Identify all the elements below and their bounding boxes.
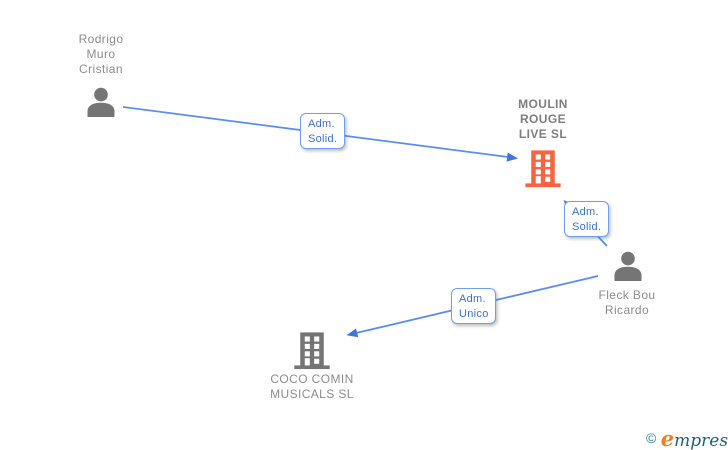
edge-label-line: Solid.: [308, 132, 338, 145]
node-label-line: Ricardo: [604, 303, 650, 317]
node-label-line: Rodrigo: [78, 32, 124, 46]
building-icon[interactable]: [524, 149, 562, 188]
empresia-initial: e: [660, 426, 675, 450]
edge-label-line: Adm.: [572, 206, 599, 218]
edge-label-line: Solid.: [572, 220, 602, 233]
node-label-fleck-bou-ricardo[interactable]: Fleck Bou Ricardo: [567, 288, 687, 318]
node-label-line: MUSICALS SL: [270, 387, 354, 401]
node-label-line: Fleck Bou: [598, 288, 656, 302]
node-label-line: MOULIN: [518, 97, 568, 111]
building-icon[interactable]: [293, 331, 331, 370]
node-label-line: Muro: [86, 47, 116, 61]
node-label-line: ROUGE: [519, 112, 566, 126]
node-label-coco-comin-musicals-sl[interactable]: COCO COMIN MUSICALS SL: [252, 372, 372, 402]
node-label-line: COCO COMIN: [270, 372, 354, 386]
edge-label-adm-unico: Adm. Unico: [451, 288, 496, 324]
node-label-rodrigo-muro-cristian[interactable]: Rodrigo Muro Cristian: [41, 32, 161, 77]
node-label-line: Cristian: [79, 62, 123, 76]
edge-label-line: Adm.: [308, 118, 335, 130]
person-icon[interactable]: [85, 87, 117, 119]
person-icon[interactable]: [612, 251, 644, 283]
node-label-line: LIVE SL: [518, 127, 568, 141]
empresia-logo[interactable]: © empresia: [646, 426, 728, 450]
copyright-icon: ©: [646, 430, 657, 446]
edge-label-line: Adm.: [459, 293, 486, 305]
node-label-moulin-rouge-live-sl[interactable]: MOULIN ROUGE LIVE SL: [483, 97, 603, 142]
empresia-rest: mpresia: [674, 431, 728, 450]
edge-label-adm-solid-1: Adm. Solid.: [300, 113, 345, 149]
edge-label-line: Unico: [459, 307, 489, 320]
empresia-wordmark: empresia: [661, 426, 728, 450]
edge-label-adm-solid-2: Adm. Solid.: [564, 201, 609, 237]
